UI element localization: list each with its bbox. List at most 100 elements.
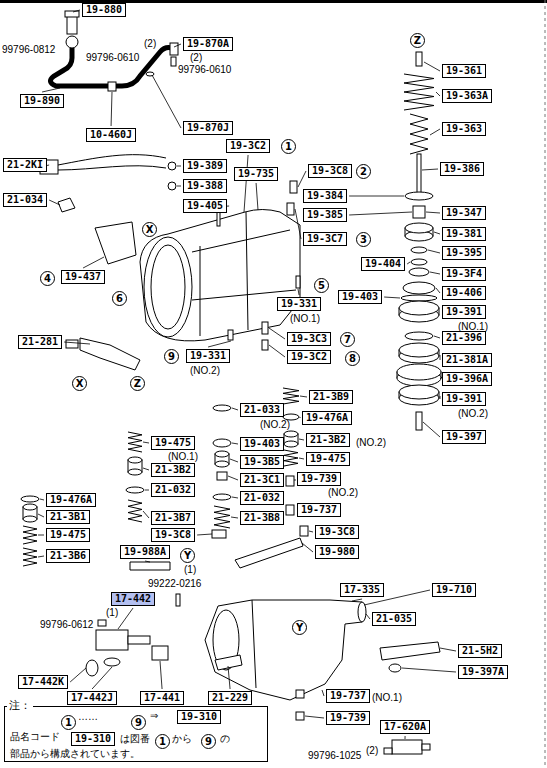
piston bbox=[399, 301, 439, 315]
part-box: 19-397A bbox=[458, 665, 508, 679]
clip bbox=[108, 82, 116, 91]
leader-line bbox=[384, 297, 400, 298]
part-box: 19-3C2 bbox=[287, 350, 331, 364]
pin bbox=[176, 594, 180, 606]
ring bbox=[21, 496, 39, 502]
leader-line bbox=[436, 288, 440, 293]
part-number: 19-739 bbox=[330, 712, 366, 723]
note-text: …… bbox=[78, 711, 98, 723]
part-number: 21-032 bbox=[155, 484, 191, 495]
part-box: 19-3F4 bbox=[442, 267, 486, 281]
part-box: 19-3C3 bbox=[287, 332, 331, 346]
bolt bbox=[286, 505, 294, 515]
part-number: 19-381 bbox=[446, 228, 482, 239]
part-box: 19-403 bbox=[338, 290, 382, 304]
leader-line bbox=[305, 716, 324, 718]
part-box: 21-396 bbox=[442, 331, 486, 345]
part-box: 19-3C7 bbox=[303, 232, 347, 246]
spring bbox=[283, 388, 299, 404]
plug bbox=[215, 461, 229, 467]
callout-circle: 6 bbox=[112, 291, 127, 306]
case-rib bbox=[246, 212, 248, 330]
note-text: ⇒ bbox=[150, 710, 158, 722]
part-label: 99796-1025 bbox=[308, 750, 361, 762]
part-box: 19-404 bbox=[361, 257, 405, 271]
leader-line bbox=[349, 212, 412, 215]
bolt bbox=[98, 620, 106, 626]
leader-line bbox=[64, 342, 90, 344]
leader-line bbox=[426, 212, 440, 213]
leader-line bbox=[440, 648, 456, 651]
part-number: 21-3C1 bbox=[244, 474, 280, 485]
part-box: 19-475 bbox=[46, 528, 90, 542]
part-box: 19-331 bbox=[277, 297, 321, 311]
wire bbox=[58, 166, 166, 170]
callout-number: 1 bbox=[285, 141, 292, 152]
callout-circle: X bbox=[72, 376, 87, 391]
part-number: 19-3C8 bbox=[312, 165, 348, 176]
leader-line bbox=[143, 511, 149, 518]
leader-line bbox=[38, 535, 44, 536]
note-text: は図番 bbox=[120, 733, 150, 745]
part-number: 19-710 bbox=[436, 584, 472, 595]
leader-line bbox=[92, 667, 112, 689]
wire bbox=[58, 155, 166, 165]
leader-line bbox=[143, 442, 149, 443]
sleeve bbox=[413, 206, 425, 218]
part-number: 19-397A bbox=[462, 666, 504, 677]
note-text: の bbox=[220, 733, 230, 745]
callout-number: 3 bbox=[360, 234, 367, 245]
part-box: 19-403 bbox=[240, 437, 284, 451]
lever bbox=[235, 538, 303, 568]
leader-line bbox=[143, 468, 149, 470]
part-box: 19-3C8 bbox=[308, 164, 352, 178]
part-number: 21-381A bbox=[446, 354, 488, 365]
spring bbox=[410, 114, 428, 154]
ring bbox=[213, 494, 231, 500]
callout-circle: 8 bbox=[345, 351, 360, 366]
part-number: 21-3B2 bbox=[310, 434, 346, 445]
leader-line bbox=[118, 608, 133, 629]
part-number: 19-3F4 bbox=[446, 268, 482, 279]
leader-line bbox=[298, 289, 299, 295]
part-box: 19-475 bbox=[151, 436, 195, 450]
callout-number: Z bbox=[134, 378, 141, 389]
part-label: (2) bbox=[144, 38, 156, 50]
clip bbox=[58, 198, 75, 212]
part-box: 21-032 bbox=[240, 491, 284, 505]
leader-line bbox=[228, 666, 230, 689]
callout-number: 7 bbox=[344, 334, 351, 345]
part-box: 19-405 bbox=[183, 199, 227, 213]
leader-line bbox=[405, 736, 406, 739]
part-box: 21-034 bbox=[3, 193, 47, 207]
pin bbox=[416, 52, 422, 66]
part-number: 19-870J bbox=[187, 122, 229, 133]
leader-line bbox=[42, 88, 60, 92]
leader-line bbox=[407, 262, 410, 264]
part-box: 17-442 bbox=[111, 592, 155, 606]
callout-number: 9 bbox=[168, 351, 175, 362]
leader-line bbox=[299, 439, 304, 440]
part-label: 99796-0610 bbox=[178, 64, 231, 76]
spring bbox=[23, 526, 37, 544]
seal bbox=[146, 72, 154, 76]
part-number: 19-3C7 bbox=[307, 233, 343, 244]
ring bbox=[411, 247, 427, 253]
part-number: 19-363A bbox=[446, 90, 488, 101]
bolt-head bbox=[65, 11, 79, 17]
part-box: 21-229 bbox=[208, 691, 252, 705]
callout-number: X bbox=[146, 224, 154, 235]
part-number: 19-404 bbox=[365, 258, 401, 269]
part-box: 19-3B5 bbox=[240, 455, 284, 469]
ring bbox=[126, 487, 144, 493]
housing-rib bbox=[252, 600, 256, 688]
spring bbox=[128, 432, 142, 452]
part-number: 19-437 bbox=[65, 271, 101, 282]
leader-line bbox=[349, 196, 404, 197]
leader-line bbox=[152, 75, 181, 128]
bolt bbox=[290, 181, 297, 193]
bolt bbox=[171, 57, 176, 66]
leader-line bbox=[145, 490, 149, 491]
part-label: (NO.1) bbox=[290, 313, 320, 325]
part-number: 21-3B6 bbox=[50, 550, 86, 561]
